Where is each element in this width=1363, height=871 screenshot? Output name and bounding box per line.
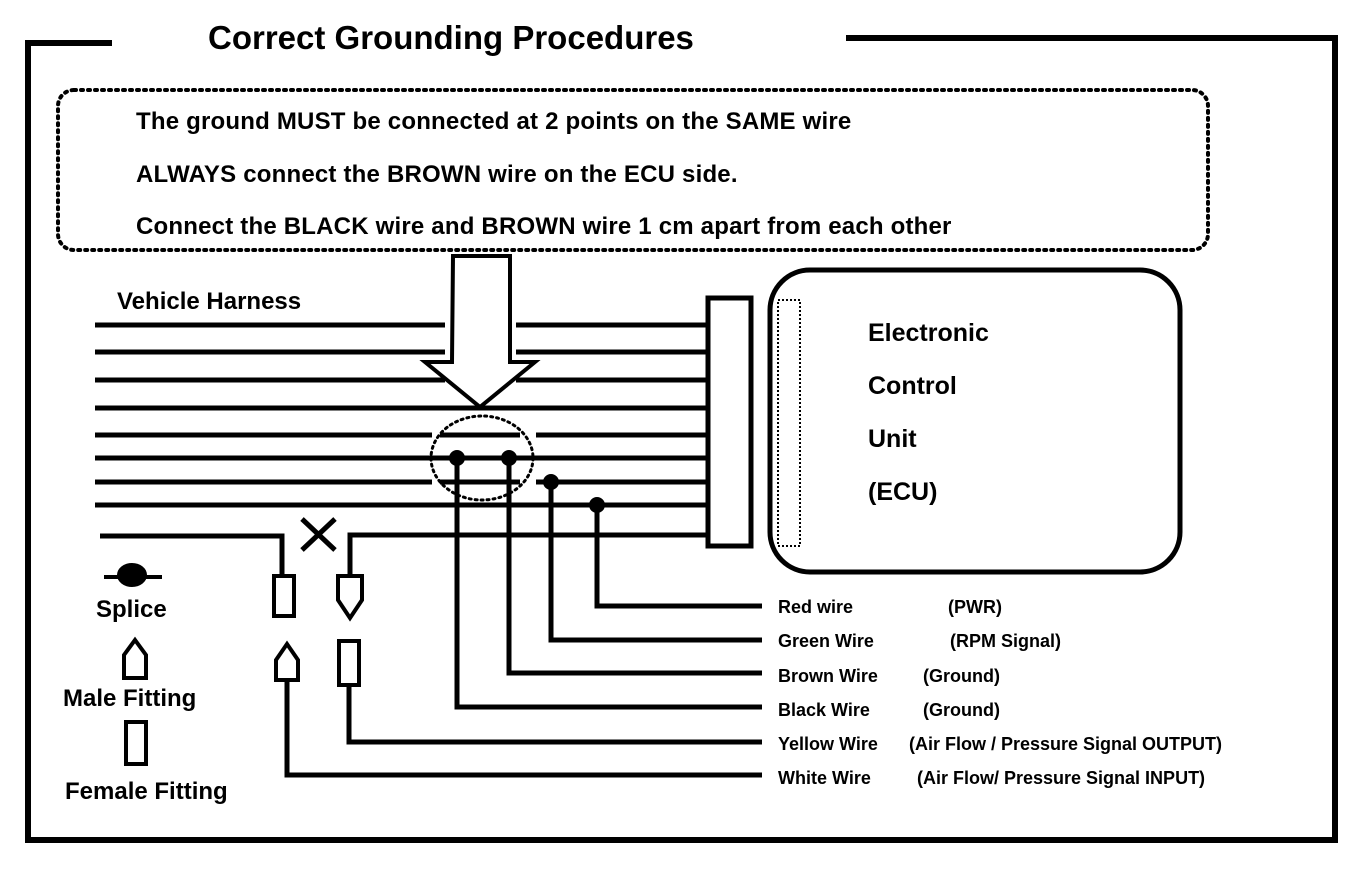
splice-dot-icon xyxy=(589,497,605,513)
splice-dot-icon xyxy=(543,474,559,490)
wire-legend-function: (PWR) xyxy=(948,597,1002,617)
notes-box xyxy=(56,88,1210,252)
ecu-box xyxy=(767,267,1183,575)
female-fitting-icon xyxy=(272,574,296,618)
female-fitting-key-icon xyxy=(124,720,148,766)
wire-legend-function: (Air Flow / Pressure Signal OUTPUT) xyxy=(909,734,1222,754)
ecu-connector xyxy=(705,295,754,549)
note-line-1: The ground MUST be connected at 2 points… xyxy=(136,108,851,135)
wire-legend-name: Green Wire xyxy=(778,631,874,651)
cut-mark-icon xyxy=(300,517,337,552)
ecu-port-outline xyxy=(777,299,801,547)
ecu-label-line-2: Control xyxy=(868,372,957,400)
male-fitting-key-icon xyxy=(122,636,148,680)
ecu-label-line-1: Electronic xyxy=(868,319,989,347)
female-fitting-key-label: Female Fitting xyxy=(65,778,228,805)
outer-frame xyxy=(25,35,1338,843)
male-fitting-icon xyxy=(274,640,300,682)
ecu-label-line-4: (ECU) xyxy=(868,478,937,506)
wire-legend-name: Brown Wire xyxy=(778,666,878,686)
ground-point-highlight xyxy=(429,414,535,502)
female-fitting-icon xyxy=(337,639,361,687)
wire-legend-function: (RPM Signal) xyxy=(950,631,1061,651)
harness-wires xyxy=(95,322,708,508)
splice-key-label: Splice xyxy=(96,596,167,623)
male-fitting-icon xyxy=(336,574,364,622)
splice-symbol-icon xyxy=(104,563,162,587)
wire-legend: Red wire (PWR) Green Wire (RPM Signal) Brown… xyxy=(778,597,1222,788)
note-line-3: Connect the BLACK wire and BROWN wire 1 … xyxy=(136,213,952,240)
wire-legend-name: Black Wire xyxy=(778,700,870,720)
ecu-label-line-3: Unit xyxy=(868,425,917,453)
diagram-title: Correct Grounding Procedures xyxy=(208,19,694,56)
airflow-cut-wire xyxy=(100,532,708,576)
wire-legend-function: (Air Flow/ Pressure Signal INPUT) xyxy=(917,768,1205,788)
yellow-white-wire-routing xyxy=(284,680,762,778)
splice-dot-icon xyxy=(449,450,465,466)
down-arrow-icon xyxy=(419,254,541,410)
ground-drop-wire xyxy=(454,458,762,710)
wire-legend-name: Red wire xyxy=(778,597,853,617)
wire-legend-function: (Ground) xyxy=(923,700,1000,720)
wire-legend-name: Yellow Wire xyxy=(778,734,878,754)
ground-drop-wire xyxy=(506,458,762,676)
male-fitting-key-label: Male Fitting xyxy=(63,685,196,712)
ground-drop-wire xyxy=(594,505,762,609)
splice-dot-icon xyxy=(501,450,517,466)
note-line-2: ALWAYS connect the BROWN wire on the ECU… xyxy=(136,161,738,188)
wire-legend-name: White Wire xyxy=(778,768,871,788)
vehicle-harness-label: Vehicle Harness xyxy=(117,288,301,315)
wire-legend-function: (Ground) xyxy=(923,666,1000,686)
